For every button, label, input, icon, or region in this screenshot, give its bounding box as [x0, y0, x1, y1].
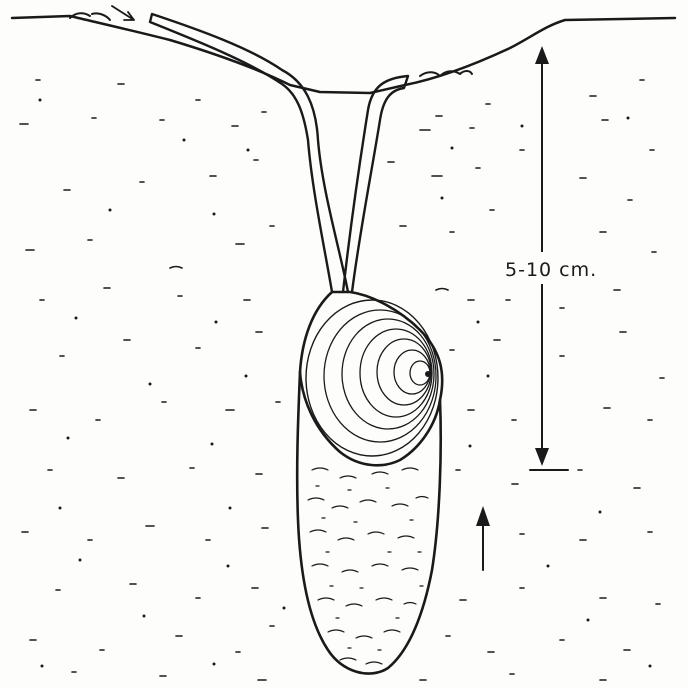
inflow-arrow — [112, 6, 134, 20]
inhalant-siphon — [150, 14, 348, 292]
exhalant-siphon — [343, 76, 408, 292]
depth-dimension — [500, 46, 620, 470]
depth-label: 5-10 cm. — [505, 259, 597, 281]
clam-shell — [300, 292, 442, 465]
sediment-specks — [39, 99, 652, 668]
sediment-surface — [12, 16, 675, 93]
body-sheath — [297, 372, 441, 674]
upward-movement-arrow — [476, 506, 490, 570]
